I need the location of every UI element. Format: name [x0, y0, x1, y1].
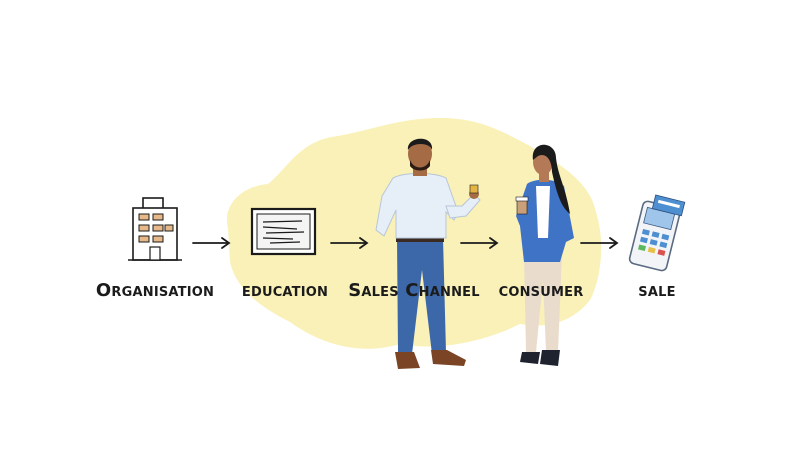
office-building-icon	[128, 197, 182, 261]
step-label-sales-channel: Sales Channel	[348, 280, 480, 301]
arrow-icon	[192, 237, 231, 249]
businesswoman-figure-icon	[515, 144, 574, 366]
card-payment-terminal-icon	[628, 194, 686, 272]
step-label-consumer: consumer	[498, 280, 584, 301]
arrow-icon	[330, 237, 369, 249]
whiteboard-icon	[250, 207, 317, 256]
arrow-icon	[580, 237, 619, 249]
salesman-figure-icon	[375, 138, 481, 369]
arrow-icon	[460, 237, 499, 249]
step-label-organisation: Organisation	[95, 280, 215, 301]
step-label-education: education	[241, 280, 329, 301]
step-label-sale: sale	[638, 280, 676, 301]
